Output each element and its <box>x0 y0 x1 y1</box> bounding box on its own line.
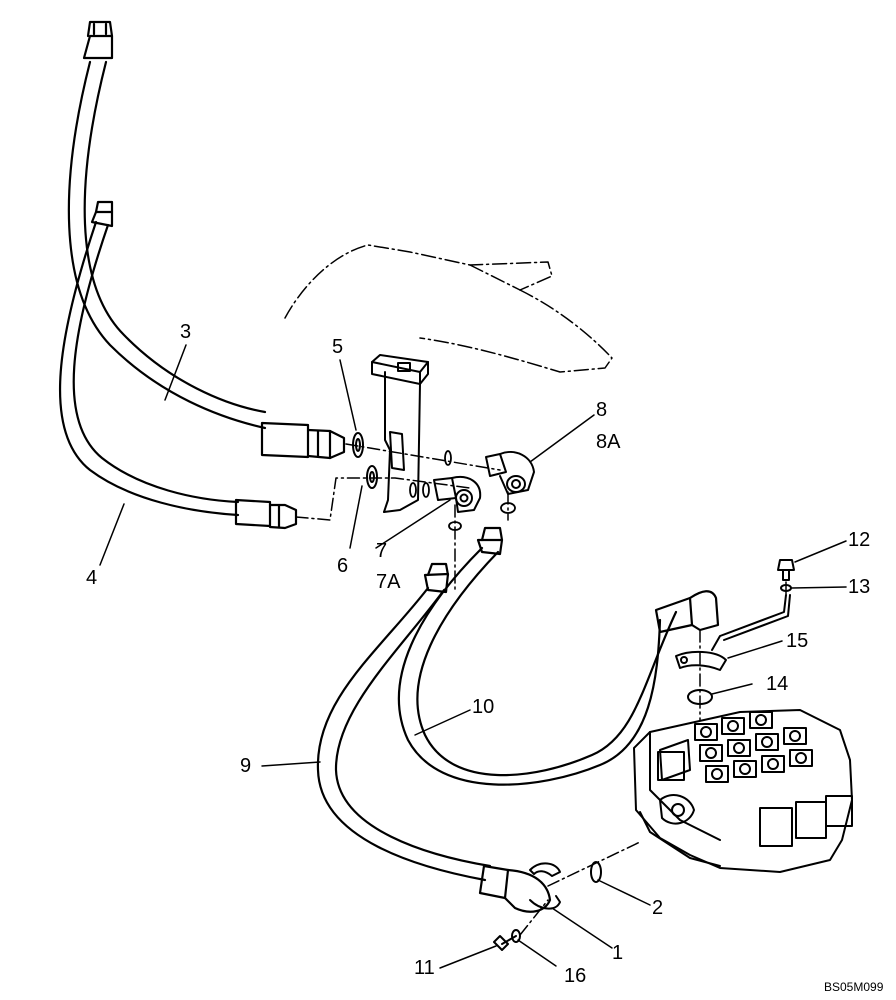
hose-9 <box>316 562 552 913</box>
fitting-8 <box>485 451 535 495</box>
callout-12: 12 <box>848 529 871 551</box>
callout-11: 11 <box>414 957 435 979</box>
frame-outline <box>284 244 613 373</box>
callout-7A: 7A <box>376 571 401 593</box>
bolt-11 <box>493 929 521 951</box>
callout-1: 1 <box>612 942 624 964</box>
callout-15: 15 <box>786 630 809 652</box>
fitting-7 <box>433 476 482 513</box>
callout-10: 10 <box>472 696 495 718</box>
callout-13: 13 <box>848 576 871 598</box>
callout-3: 3 <box>180 321 192 343</box>
bolt-12 <box>711 559 795 651</box>
callout-8A: 8A <box>596 431 621 453</box>
o-rings-valve <box>590 689 713 883</box>
drawing-code: BS05M099 <box>824 980 884 994</box>
o-rings-bracket <box>409 450 516 531</box>
control-valve <box>633 709 853 873</box>
flange-clamps <box>529 650 727 910</box>
callout-4: 4 <box>86 567 98 589</box>
hose-10 <box>397 526 720 786</box>
callout-14: 14 <box>766 673 789 695</box>
leader-lines <box>99 344 847 969</box>
washers <box>352 432 378 489</box>
hose-3 <box>67 20 346 460</box>
callout-8: 8 <box>596 399 608 421</box>
callout-2: 2 <box>652 897 664 919</box>
dashed-assembly-lines <box>295 443 787 936</box>
callout-9: 9 <box>240 755 252 777</box>
mounting-bracket <box>371 354 429 513</box>
callout-5: 5 <box>332 336 344 358</box>
callout-16: 16 <box>564 965 587 987</box>
hose-4 <box>58 200 298 530</box>
callout-7: 7 <box>376 540 388 562</box>
callout-6: 6 <box>337 555 349 577</box>
